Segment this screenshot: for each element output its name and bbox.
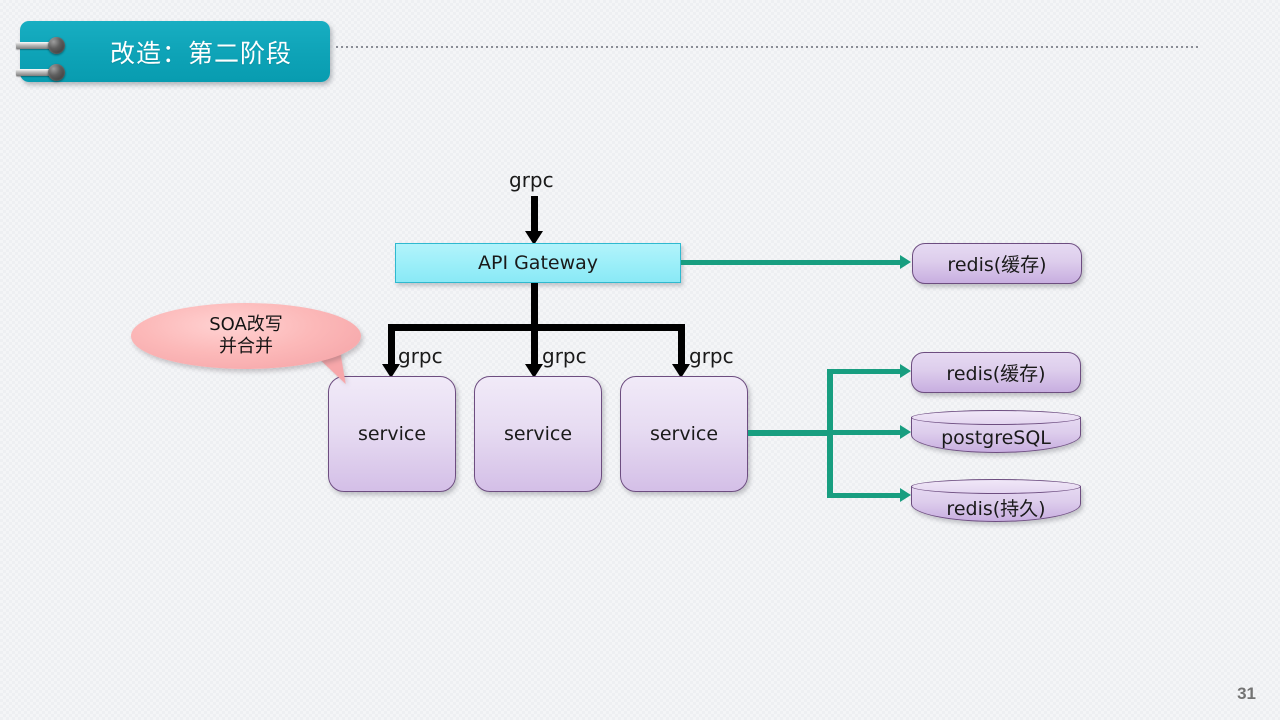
binder-ring-bar <box>16 69 58 76</box>
gateway-branch-line-1 <box>388 324 395 368</box>
binder-ring-icon <box>16 37 72 54</box>
node-redis-cache-gateway[interactable]: redis(缓存) <box>912 243 1082 284</box>
node-redis-persist-label: redis(持久) <box>946 497 1046 520</box>
node-service-1[interactable]: service <box>328 376 456 492</box>
page-title: 改造：第二阶段 <box>109 38 292 68</box>
node-service-2-label: service <box>503 423 573 445</box>
store-branch-arrowhead-top <box>900 364 911 378</box>
store-branch-line-bottom <box>827 493 905 498</box>
entry-connector-arrowhead <box>525 231 543 245</box>
node-redis-cache-service[interactable]: redis(缓存) <box>911 352 1081 393</box>
node-redis-cache-service-label: redis(缓存) <box>946 363 1046 385</box>
gateway-branch-line-2 <box>531 324 538 368</box>
page-number: 31 <box>1237 684 1256 703</box>
node-service-3-label: service <box>649 423 719 445</box>
store-branch-line-top <box>827 369 905 374</box>
node-redis-cache-gateway-label: redis(缓存) <box>947 254 1047 276</box>
soa-callout-line-1: SOA改写 <box>209 314 283 336</box>
gateway-branch-arrowhead-1 <box>382 364 400 378</box>
cylinder-top-ellipse <box>911 410 1081 425</box>
node-service-3[interactable]: service <box>620 376 748 492</box>
node-api-gateway[interactable]: API Gateway <box>395 243 681 283</box>
grpc-label-service-2: grpc <box>542 344 587 368</box>
binder-ring-icon <box>16 64 72 81</box>
node-postgresql[interactable]: postgreSQL <box>911 410 1081 460</box>
slide-title-banner: 改造：第二阶段 <box>16 21 330 82</box>
binder-ring-bar <box>16 42 58 49</box>
node-service-1-label: service <box>357 423 427 445</box>
gateway-to-redis-arrowhead <box>900 255 911 269</box>
gateway-branch-line-3 <box>678 324 685 368</box>
gateway-branch-arrowhead-2 <box>525 364 543 378</box>
gateway-downlink-line <box>531 283 538 327</box>
gateway-branch-arrowhead-3 <box>672 364 690 378</box>
soa-callout-line-2: 并合并 <box>219 336 273 357</box>
gateway-to-redis-line <box>681 260 905 265</box>
title-dotted-rule <box>336 46 1200 48</box>
binder-ring-knob <box>48 64 65 81</box>
soa-callout-bubble: SOA改写 并合并 <box>131 303 361 369</box>
entry-connector-line <box>531 196 538 234</box>
node-service-2[interactable]: service <box>474 376 602 492</box>
store-branch-arrowhead-bottom <box>900 488 911 502</box>
store-branch-arrowhead-mid <box>900 425 911 439</box>
node-api-gateway-label: API Gateway <box>477 252 599 274</box>
grpc-label-entry: grpc <box>509 168 554 192</box>
service3-outlink-line <box>748 430 832 436</box>
binder-ring-knob <box>48 37 65 54</box>
grpc-label-service-1: grpc <box>398 344 443 368</box>
node-redis-persist[interactable]: redis(持久) <box>911 479 1081 529</box>
cylinder-top-ellipse <box>911 479 1081 494</box>
grpc-label-service-3: grpc <box>689 344 734 368</box>
node-postgresql-label: postgreSQL <box>941 427 1051 449</box>
soa-callout: SOA改写 并合并 <box>131 303 361 391</box>
store-branch-line-mid <box>827 430 905 435</box>
